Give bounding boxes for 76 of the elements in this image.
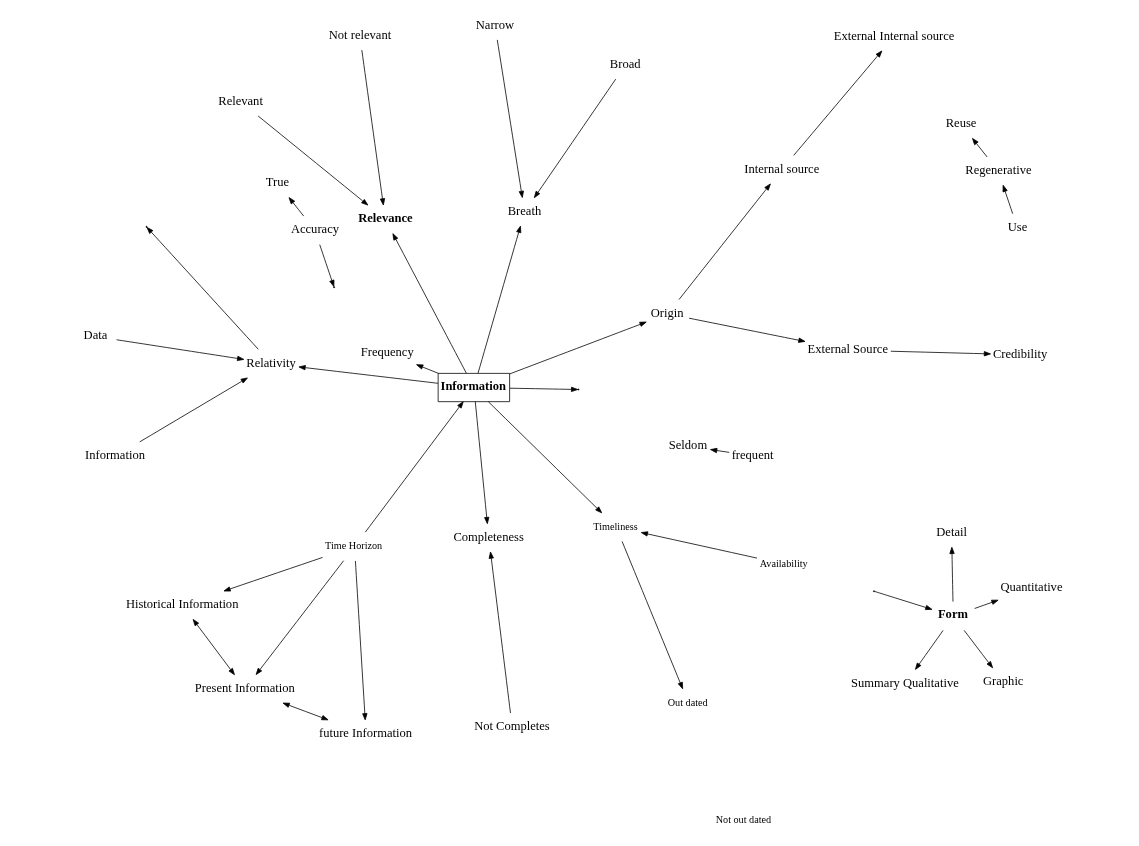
node-text: Graphic	[983, 674, 1024, 689]
node-text: Quantitative	[1000, 580, 1063, 595]
arrow	[678, 183, 771, 300]
arrow	[223, 557, 323, 592]
arrow	[1002, 184, 1014, 215]
arrow	[319, 244, 335, 287]
arrow	[874, 591, 933, 610]
arrow	[488, 551, 511, 714]
arrow	[974, 599, 999, 609]
node-text: frequent	[731, 447, 774, 462]
node-text: Relevance	[358, 210, 413, 225]
node-text: Present Information	[194, 680, 295, 695]
arrow	[793, 50, 883, 156]
arrow	[487, 401, 603, 514]
label: Not out dated	[715, 814, 772, 826]
arrow	[355, 560, 368, 721]
arrow	[915, 630, 944, 670]
arrow	[392, 233, 467, 374]
node-text: Regenerative	[965, 163, 1032, 178]
node-text: Narrow	[475, 17, 515, 32]
arrow	[688, 317, 806, 343]
arrow	[364, 401, 464, 533]
node-text: Information	[85, 448, 145, 463]
node-text: Completeness	[453, 529, 524, 544]
node-text: Relativity	[246, 355, 296, 370]
arrow	[963, 630, 993, 669]
arrow	[116, 339, 245, 361]
node-text: Credibility	[992, 346, 1048, 361]
node-text: Origin	[650, 305, 684, 320]
node-text: Time Horizon	[325, 540, 383, 552]
node-text: Availability	[759, 557, 808, 569]
node-text: future Information	[318, 726, 412, 741]
node-text: External Internal source	[833, 28, 955, 43]
arrow	[139, 377, 248, 443]
arrow	[972, 138, 988, 158]
arrow	[288, 197, 305, 217]
arrow	[496, 39, 524, 198]
arrow	[509, 386, 579, 392]
node-box: Information	[437, 373, 511, 403]
arrow	[710, 447, 730, 454]
arrow	[474, 401, 490, 525]
node-text: True	[265, 175, 290, 190]
arrow	[477, 225, 522, 374]
arrow	[640, 531, 758, 559]
node-text: Timeliness	[593, 520, 638, 532]
node-text: Use	[1007, 220, 1028, 235]
arrow	[146, 227, 259, 350]
arrow	[949, 546, 955, 602]
node-text: Historical Information	[125, 597, 239, 612]
arrow	[298, 365, 439, 384]
node-text: Summary Qualitative	[851, 675, 959, 690]
node-text: Not Completes	[474, 719, 550, 734]
arrow	[257, 115, 369, 206]
node-text: Seldom	[668, 438, 708, 453]
arrow	[509, 321, 647, 375]
node-text: Relevant	[218, 93, 263, 108]
arrow	[621, 541, 684, 690]
arrow	[361, 49, 386, 206]
node-text: External Source	[807, 342, 888, 357]
node-text: Not relevant	[328, 27, 392, 42]
node-text: Broad	[609, 56, 641, 71]
node-text: Internal source	[744, 161, 820, 176]
node-text: Form	[937, 607, 968, 622]
node-text: Detail	[936, 525, 967, 540]
arrow	[533, 78, 617, 199]
node-text: Accuracy	[290, 222, 339, 237]
arrow	[192, 619, 235, 676]
arrow	[416, 364, 439, 374]
node-text: Data	[83, 328, 108, 343]
node-text: Frequency	[360, 344, 414, 359]
node-text: Out dated	[667, 696, 708, 708]
node-text: Reuse	[945, 115, 977, 130]
arrow	[890, 350, 991, 357]
arrow	[255, 560, 344, 675]
node-text: Breath	[507, 203, 542, 218]
arrow	[282, 702, 329, 721]
